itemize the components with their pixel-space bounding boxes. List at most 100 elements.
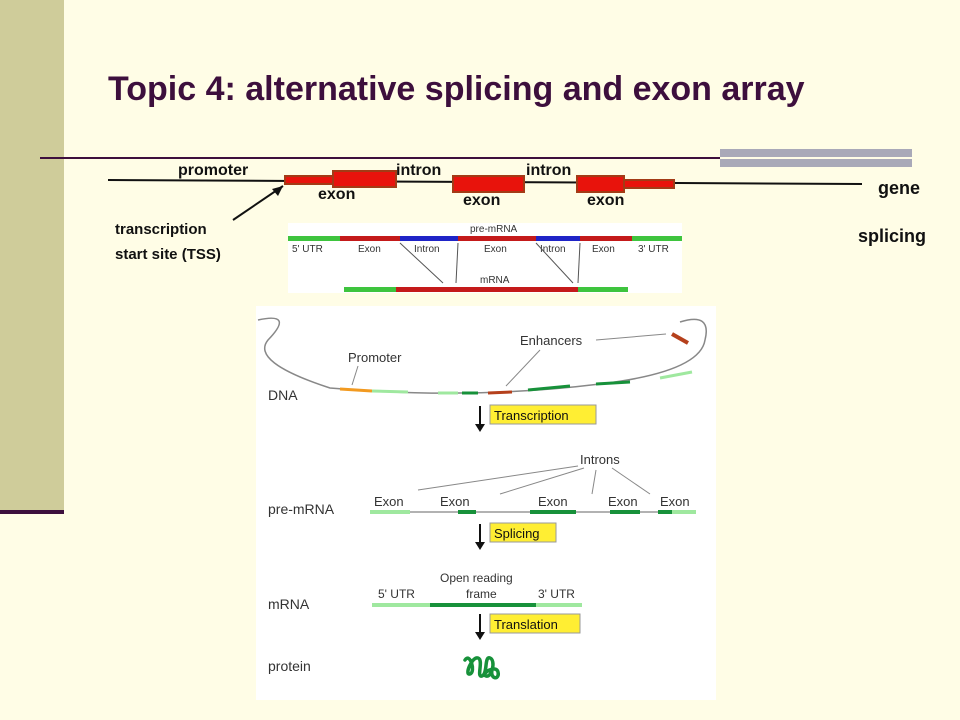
premrna-exon-a [340, 236, 400, 241]
promoter-block [284, 175, 334, 185]
splicing-arrowhead [475, 542, 485, 550]
intron-pointer-4 [611, 467, 651, 495]
splice-line-1 [399, 242, 444, 284]
tss-label-line1: transcription [115, 221, 207, 238]
protein-coil [463, 656, 500, 680]
pre-mrna-seg-2 [458, 510, 476, 514]
splicing-label: splicing [858, 226, 927, 246]
protein-row-label: protein [268, 658, 311, 674]
tss-label-line2: start site (TSS) [115, 246, 221, 263]
premrna-intron-b [536, 236, 580, 241]
dna-exon-mark-4 [527, 384, 571, 392]
pre-mrna-exon-3: Exon [538, 494, 568, 509]
transcription-arrowhead [475, 424, 485, 432]
premrna-exon-c [580, 236, 632, 241]
orf-label-line1: Open reading [440, 571, 513, 585]
pre-mrna-row-label: pre-mRNA [268, 501, 335, 517]
pre-mrna-exon-2: Exon [440, 494, 470, 509]
translation-arrowhead [475, 632, 485, 640]
exon-block-3 [576, 175, 625, 193]
dna-enhancer-upstream [671, 332, 689, 345]
slide-sidebar [0, 0, 64, 512]
dna-promoter-mark [339, 387, 373, 393]
dna-exon-mark-1 [371, 389, 409, 394]
exon-label-1: exon [318, 186, 356, 203]
seg-exon-b: Exon [484, 244, 507, 255]
splice-line-3 [535, 242, 574, 284]
splicing-box [489, 522, 557, 543]
seg-intron-b: Intron [540, 244, 566, 255]
dna-strand [257, 317, 707, 394]
exon-block-2 [452, 175, 525, 193]
transcription-box [489, 404, 597, 425]
pre-mrna-exon-5: Exon [660, 494, 690, 509]
pre-mrna-seg-6 [672, 510, 696, 514]
transcription-label: Transcription [494, 408, 569, 423]
splice-line-2 [455, 242, 459, 284]
mrna-utr5 [344, 287, 396, 292]
mrna-utr5-seg [372, 603, 430, 607]
mrna-orf-seg [430, 603, 536, 607]
seg-exon-a: Exon [358, 244, 381, 255]
intron-label-1: intron [396, 162, 442, 179]
orf-label-line2: frame [466, 587, 497, 601]
pre-mrna-seg-3 [530, 510, 576, 514]
translation-box [489, 613, 581, 634]
mrna-utr3 [578, 287, 628, 292]
pre-mrna-exon-4: Exon [608, 494, 638, 509]
premrna-intron-a [400, 236, 458, 241]
splicing-step-label: Splicing [494, 526, 540, 541]
splicing-figure: pre-mRNA 5' UTR Exon Intron Exon Intron … [288, 224, 682, 292]
promoter-pointer [351, 365, 359, 386]
promoter-label: promoter [178, 162, 249, 179]
mrna-row-label: mRNA [268, 596, 310, 612]
mrna-utr5-label: 5' UTR [378, 587, 415, 601]
seg-intron-a: Intron [414, 244, 440, 255]
mrna-utr3-seg [536, 603, 582, 607]
exon-label-3: exon [587, 192, 625, 209]
dna-enhancer-mark [487, 390, 513, 395]
dna-label: DNA [268, 387, 298, 403]
mrna-title: mRNA [480, 275, 510, 286]
exon-block-1 [332, 170, 397, 188]
intron-pointer-2 [499, 467, 585, 495]
pre-mrna-exon-1: Exon [374, 494, 404, 509]
gene-schematic [107, 170, 863, 221]
protein-icon [463, 656, 500, 680]
seg-utr5: 5' UTR [292, 244, 323, 255]
intron-pointer-1 [417, 465, 579, 491]
pre-mrna-seg-4 [610, 510, 640, 514]
gene-label: gene [878, 178, 921, 198]
pre-mrna-seg-1 [370, 510, 410, 514]
tss-arrowhead [272, 186, 283, 196]
enhancers-fig-label: Enhancers [520, 333, 583, 348]
premrna-utr5 [288, 236, 340, 241]
mrna-coding [396, 287, 578, 292]
dna-exon-mark-6 [659, 370, 693, 380]
splicing-figure-panel [288, 223, 682, 293]
title-rule [40, 157, 912, 159]
enhancer-pointer-1 [595, 333, 667, 341]
expression-figure-panel [256, 306, 716, 700]
utr-block [623, 179, 675, 189]
mrna-utr3-label: 3' UTR [538, 587, 575, 601]
introns-fig-label: Introns [580, 452, 620, 467]
promoter-fig-label: Promoter [348, 350, 402, 365]
enhancer-pointer-2 [505, 349, 541, 387]
sidebar-rule [0, 510, 64, 514]
seg-exon-c: Exon [592, 244, 615, 255]
premrna-utr3 [632, 236, 682, 241]
exon-label-2: exon [463, 192, 501, 209]
pre-mrna-title: pre-mRNA [470, 224, 518, 235]
translation-label: Translation [494, 617, 558, 632]
seg-utr3: 3' UTR [638, 244, 669, 255]
pre-mrna-seg-5 [658, 510, 672, 514]
intron-pointer-3 [591, 469, 597, 495]
premrna-exon-b [458, 236, 536, 241]
slide-title: Topic 4: alternative splicing and exon a… [108, 70, 805, 108]
dna-exon-mark-5 [595, 380, 631, 386]
intron-label-2: intron [526, 162, 572, 179]
splice-line-4 [577, 242, 581, 284]
expression-figure: Promoter Enhancers DNA Transcription Int… [257, 317, 707, 674]
accent-bar [720, 149, 912, 167]
